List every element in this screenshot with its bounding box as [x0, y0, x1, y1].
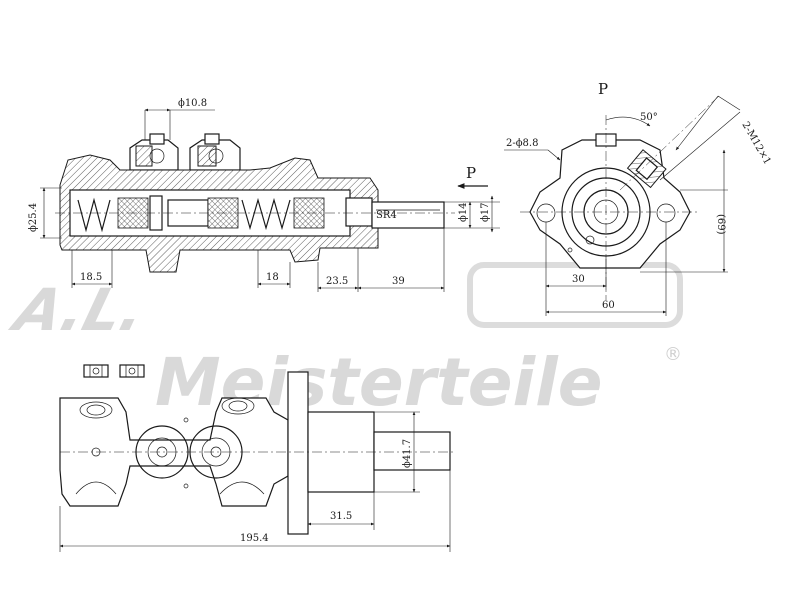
end-view-bolt-mark	[567, 247, 573, 253]
dim-angle-50: 50°	[605, 112, 658, 127]
top-view-mark-upper	[183, 417, 189, 423]
dim-phi-41-7: ϕ41.7	[374, 411, 420, 493]
dim-phi-14-17: ϕ14 ϕ17	[444, 195, 500, 233]
top-view-flange	[287, 371, 309, 535]
label-195-4: 195.4	[240, 533, 269, 544]
watermark-logo-frame	[467, 262, 683, 328]
label-thread-m12: 2-M12×1	[739, 120, 772, 167]
label-39: 39	[392, 276, 405, 287]
pushrod-head	[345, 197, 373, 227]
label-60: 60	[602, 300, 615, 311]
label-31-5: 31.5	[330, 511, 352, 522]
top-view-boss-right	[221, 397, 255, 415]
seal-symbol-right	[119, 364, 145, 378]
dim-18: 18	[257, 250, 291, 288]
dim-195-4: 195.4	[59, 470, 451, 552]
port-cap-right	[204, 133, 220, 145]
label-sr4: SR4	[376, 210, 397, 221]
dim-31-5: 31.5	[307, 492, 375, 534]
label-phi-17: ϕ17	[480, 202, 491, 222]
end-view: P 2-ϕ8.8 50° 2-M12×1 (69)	[504, 80, 773, 316]
end-view-small-hole	[585, 235, 595, 245]
dim-thread-m12: 2-M12×1	[659, 95, 773, 181]
label-angle-50: 50°	[640, 112, 658, 123]
label-phi-10-8: ϕ10.8	[178, 98, 207, 109]
port-cap-left	[149, 133, 165, 145]
label-30: 30	[572, 274, 585, 285]
view-arrow-p-side: P	[457, 164, 488, 189]
watermark-registered-mark: ®	[664, 344, 682, 365]
label-phi-41-7: ϕ41.7	[402, 439, 413, 468]
port-seal-left	[135, 145, 153, 167]
port-bore-left	[149, 148, 165, 164]
dim-30-60: 30 60	[545, 222, 667, 316]
label-p-end: P	[598, 80, 608, 98]
dim-phi-25-4: ϕ25.4	[28, 187, 62, 239]
label-69: (69)	[715, 214, 726, 235]
port-bore-right	[208, 148, 224, 164]
side-section-view: ϕ10.8 ϕ25.4 18.5 18 23.5 39	[28, 98, 500, 292]
watermark-logo-letters: A.L.	[4, 276, 153, 344]
top-view-boss-left	[79, 401, 113, 419]
dim-23-5-39: 23.5 39	[317, 228, 445, 292]
spring-secondary	[241, 197, 291, 231]
dim-69: (69)	[640, 149, 728, 273]
top-view-rod	[373, 431, 451, 471]
top-view-mark-lower	[183, 483, 189, 489]
top-view-lower-arc-left	[75, 481, 117, 495]
label-18: 18	[266, 272, 279, 283]
dim-two-phi-8-8: 2-ϕ8.8	[504, 138, 561, 161]
pushrod-tube	[371, 201, 445, 229]
label-two-phi-8-8: 2-ϕ8.8	[506, 138, 538, 149]
label-phi-25-4: ϕ25.4	[28, 203, 39, 232]
seal-symbol-left	[83, 364, 109, 378]
label-p-side: P	[466, 164, 476, 182]
view-label-p-end: P	[598, 80, 608, 98]
top-view: ϕ41.7 31.5 195.4	[59, 364, 455, 552]
top-view-boss-right-inner	[228, 400, 248, 412]
label-18-5: 18.5	[80, 272, 102, 283]
top-view-boss-left-inner	[86, 404, 106, 416]
label-phi-14: ϕ14	[458, 202, 469, 222]
thread-boss	[626, 149, 667, 189]
dim-18-5: 18.5	[71, 250, 113, 288]
port-seal-right	[197, 145, 217, 167]
top-view-lower-arc-right	[219, 481, 265, 495]
spring-primary	[77, 197, 111, 233]
end-view-angled-centerline	[619, 94, 721, 191]
dim-phi-10-8: ϕ10.8	[144, 98, 215, 140]
label-23-5: 23.5	[326, 276, 348, 287]
